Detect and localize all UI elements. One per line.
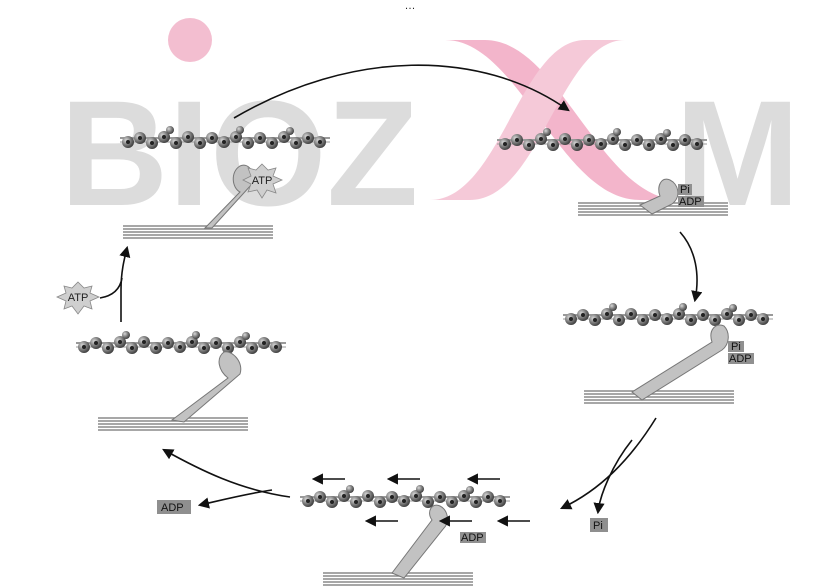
atp-entry: ATP — [56, 281, 100, 315]
header-text: … — [405, 0, 416, 12]
sliding-arrows — [311, 473, 530, 527]
myosin-head — [639, 178, 679, 215]
pi-released: Pi — [590, 518, 608, 532]
pi-box — [728, 341, 744, 352]
adp-label-mid: ADP — [729, 353, 752, 365]
stage-power-stroke: ADP — [299, 473, 530, 586]
watermark-dna-logo — [445, 40, 680, 200]
myosin-head — [631, 324, 729, 401]
arrow-right-upper — [679, 231, 703, 303]
arrow-atp-in — [99, 277, 123, 299]
pi-released-box — [590, 518, 608, 532]
adp-released: ADP — [157, 500, 191, 514]
atp-burst-left — [56, 281, 100, 315]
pi-label-top: Pi — [680, 184, 690, 196]
adp-box — [460, 532, 486, 543]
cycle-arrows — [99, 64, 703, 515]
stage-rigor — [75, 330, 287, 431]
pi-released-label: Pi — [593, 520, 603, 532]
actin-filament — [75, 330, 287, 355]
arrow-top — [233, 64, 570, 119]
arrow-left-up — [119, 245, 131, 322]
watermark-text: BIOZ — [60, 69, 418, 237]
atp-label-left: ATP — [68, 292, 89, 304]
adp-label-top: ADP — [679, 196, 702, 208]
atp-burst — [242, 163, 283, 199]
watermark-pink-dot — [168, 18, 212, 62]
stage-atp-bound: ATP — [119, 125, 331, 239]
actin-filament — [562, 302, 774, 327]
actin-filament — [299, 484, 511, 509]
arrow-pi-release — [593, 439, 633, 515]
arrow-right-lower — [559, 417, 657, 510]
arrow-adp-release — [197, 489, 273, 509]
thick-filament — [583, 390, 735, 404]
atp-label-top: ATP — [252, 175, 273, 187]
adp-box — [728, 353, 754, 364]
pi-box — [678, 184, 692, 195]
stage-hydrolysis: Pi ADP — [496, 127, 729, 216]
adp-released-box — [157, 500, 191, 514]
adp-box — [678, 196, 704, 207]
adp-label-bottom: ADP — [461, 532, 484, 544]
stage-cross-bridge-binding: Pi ADP — [562, 302, 774, 404]
myosin-head — [170, 351, 242, 423]
arrow-bottom-left — [162, 448, 291, 498]
pi-label-mid: Pi — [731, 341, 741, 353]
myosin-head — [391, 504, 448, 579]
adp-released-label: ADP — [161, 502, 184, 514]
